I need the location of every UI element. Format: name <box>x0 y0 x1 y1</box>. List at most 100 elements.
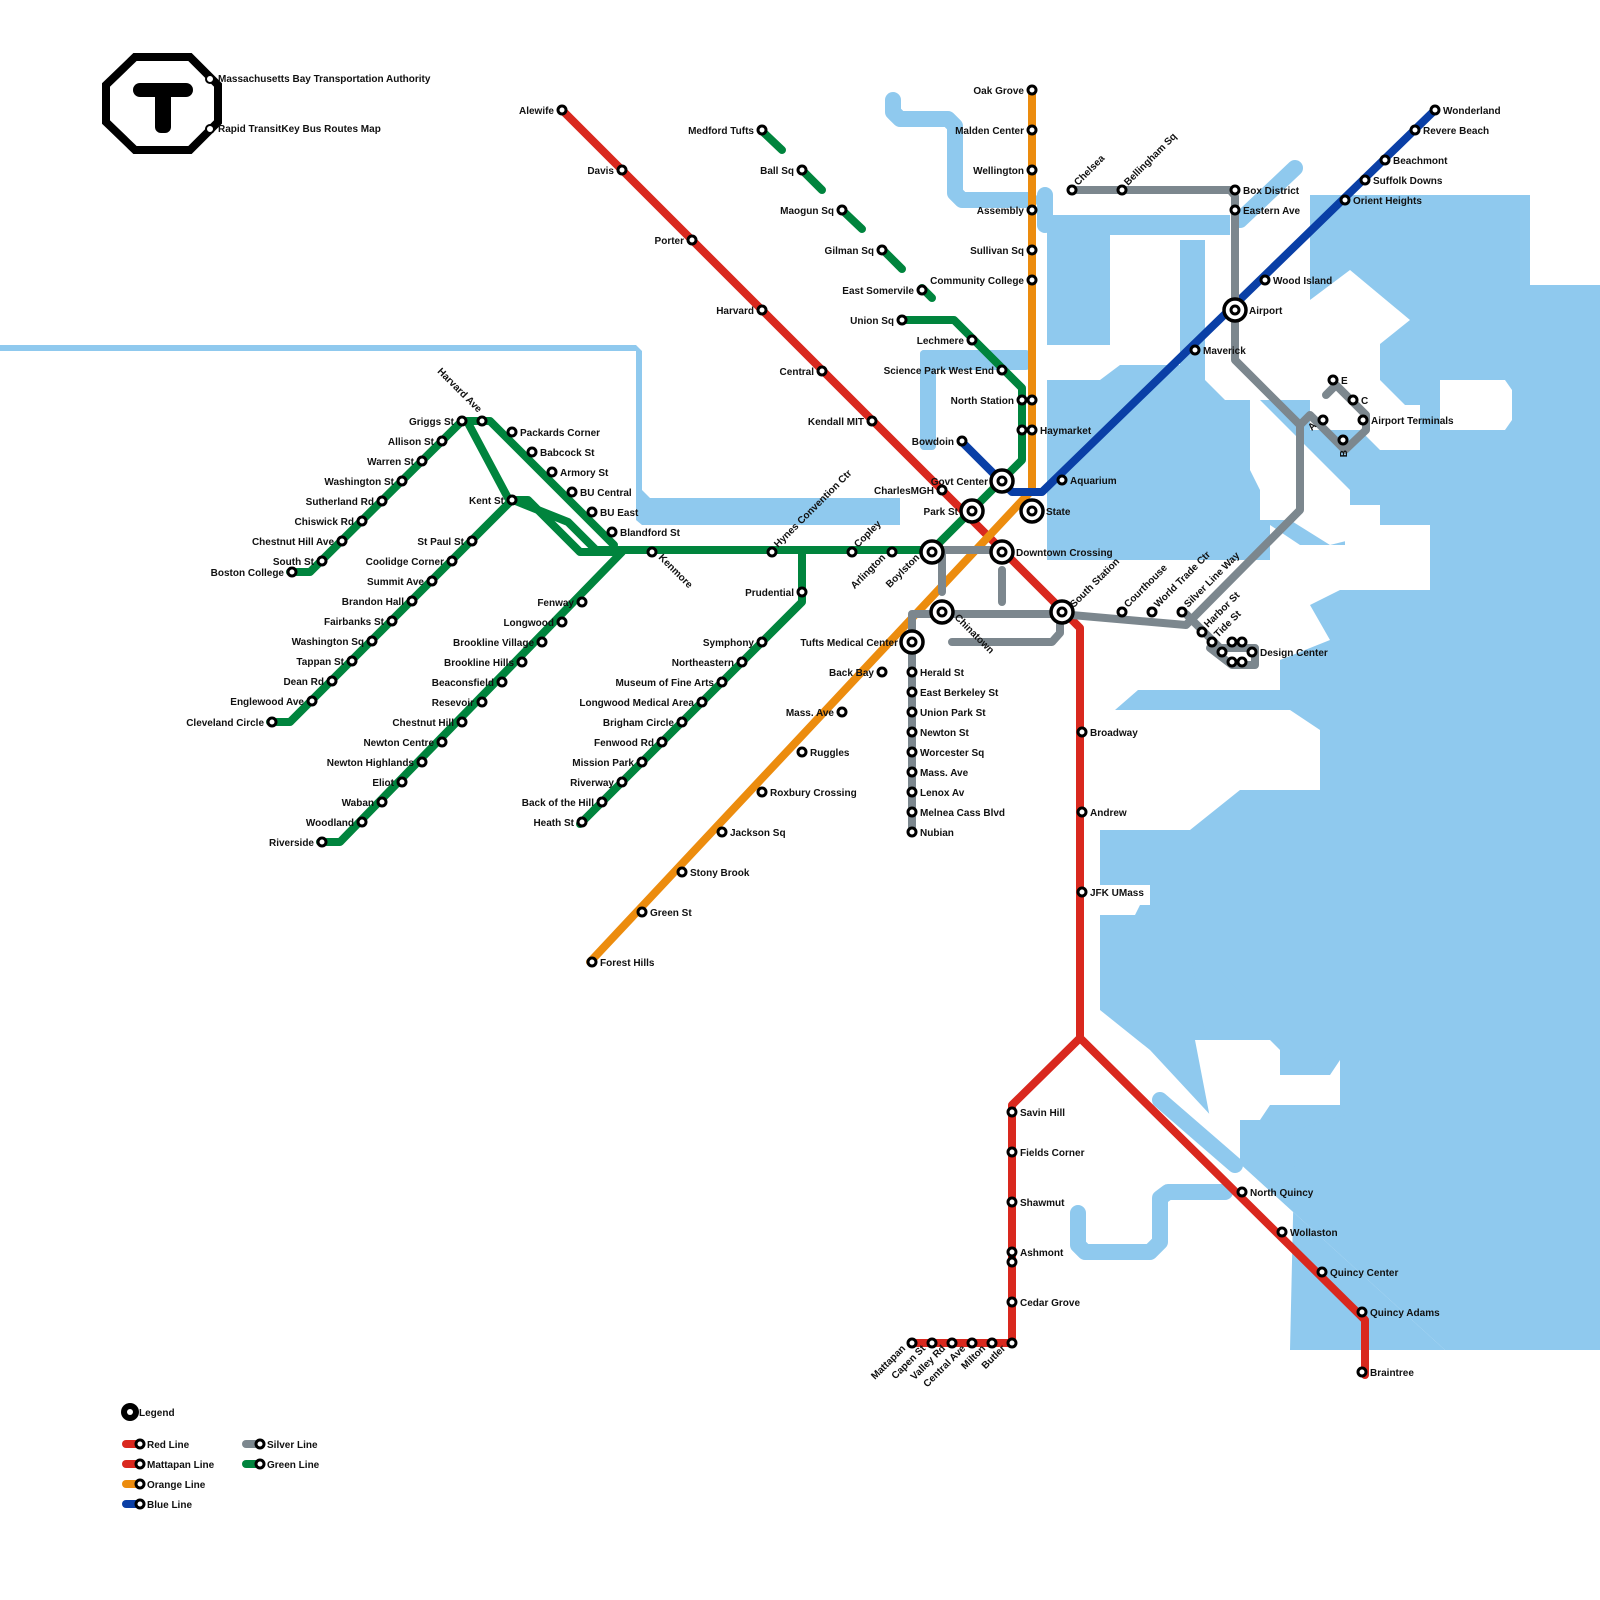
station-icon[interactable] <box>576 816 588 828</box>
station-icon[interactable] <box>906 786 918 798</box>
station-mattapan[interactable] <box>906 1337 918 1349</box>
station-icon[interactable] <box>446 555 458 567</box>
station-icon[interactable] <box>1006 1296 1018 1308</box>
station-icon[interactable] <box>606 526 618 538</box>
station-icon[interactable] <box>1026 394 1038 406</box>
station-oakgrove[interactable] <box>1026 84 1038 96</box>
station-harborst[interactable] <box>1196 626 1208 638</box>
station-icon[interactable] <box>616 164 628 176</box>
station-dc4[interactable] <box>1226 656 1238 668</box>
station-terminals[interactable] <box>1357 414 1369 426</box>
station-porter[interactable] <box>686 234 698 246</box>
station-icon[interactable] <box>266 716 278 728</box>
station-lma[interactable] <box>696 696 708 708</box>
station-icon[interactable] <box>906 766 918 778</box>
station-sciencepark[interactable] <box>996 364 1008 376</box>
station-icon[interactable] <box>456 415 468 427</box>
station-davis[interactable] <box>616 164 628 176</box>
station-icon[interactable] <box>1337 434 1349 446</box>
station-icon[interactable] <box>866 415 878 427</box>
station-cleveland[interactable] <box>266 716 278 728</box>
station-savinhill[interactable] <box>1006 1106 1018 1118</box>
station-icon[interactable] <box>1026 124 1038 136</box>
station-eastsom[interactable] <box>916 284 928 296</box>
station-massave-s[interactable] <box>906 766 918 778</box>
station-icon[interactable] <box>906 666 918 678</box>
station-icon[interactable] <box>506 494 518 506</box>
station-icon[interactable] <box>1076 726 1088 738</box>
station-lenox[interactable] <box>906 786 918 798</box>
station-bellingham[interactable] <box>1116 184 1128 196</box>
station-icon[interactable] <box>906 746 918 758</box>
station-washsq[interactable] <box>366 635 378 647</box>
station-icon[interactable] <box>1176 606 1188 618</box>
station-broadway[interactable] <box>1076 726 1088 738</box>
station-stonybrook[interactable] <box>676 866 688 878</box>
station-harvardave[interactable] <box>476 415 488 427</box>
station-icon[interactable] <box>816 365 828 377</box>
station-icon[interactable] <box>646 546 658 558</box>
station-mfa[interactable] <box>716 676 728 688</box>
station-woodland[interactable] <box>356 816 368 828</box>
station-icon[interactable] <box>356 515 368 527</box>
station-wollaston[interactable] <box>1276 1226 1288 1238</box>
station-alewife[interactable] <box>556 104 568 116</box>
station-icon[interactable] <box>336 535 348 547</box>
station-braintree[interactable] <box>1356 1366 1368 1378</box>
station-icon[interactable] <box>906 706 918 718</box>
station-icon[interactable] <box>1026 204 1038 216</box>
station-icon[interactable] <box>906 726 918 738</box>
station-longwood[interactable] <box>556 616 568 628</box>
station-ballsq[interactable] <box>796 164 808 176</box>
station-dc3[interactable] <box>1236 636 1248 648</box>
station-jacksonsq[interactable] <box>716 826 728 838</box>
station-chestnuthillave[interactable] <box>336 535 348 547</box>
station-icon[interactable] <box>326 675 338 687</box>
station-icon[interactable] <box>1429 104 1441 116</box>
station-icon[interactable] <box>1327 374 1339 386</box>
station-lechmere[interactable] <box>966 334 978 346</box>
station-sullivan[interactable] <box>1026 244 1038 256</box>
station-backofhill[interactable] <box>596 796 608 808</box>
station-washst[interactable] <box>396 475 408 487</box>
station-icon[interactable] <box>1006 1146 1018 1158</box>
station-jfk[interactable] <box>1076 886 1088 898</box>
station-icon[interactable] <box>316 836 328 848</box>
station-icon[interactable] <box>966 1337 978 1349</box>
station-southst[interactable] <box>316 555 328 567</box>
station-term-c[interactable] <box>1347 394 1359 406</box>
station-icon[interactable] <box>836 706 848 718</box>
station-icon[interactable] <box>346 655 358 667</box>
station-icon[interactable] <box>356 816 368 828</box>
station-term-a[interactable] <box>1317 414 1329 426</box>
station-eliot[interactable] <box>396 776 408 788</box>
station-ns2[interactable] <box>1026 394 1038 406</box>
station-icon[interactable] <box>716 676 728 688</box>
station-aquarium[interactable] <box>1056 474 1068 486</box>
station-icon[interactable] <box>1006 1246 1018 1258</box>
station-icon[interactable] <box>906 826 918 838</box>
station-eastberkeley[interactable] <box>906 686 918 698</box>
station-icon[interactable] <box>916 284 928 296</box>
station-courthouse[interactable] <box>1116 606 1128 618</box>
station-packards[interactable] <box>506 426 518 438</box>
station-englewood[interactable] <box>306 695 318 707</box>
station-sutherland[interactable] <box>376 495 388 507</box>
station-malden[interactable] <box>1026 124 1038 136</box>
station-icon[interactable] <box>1006 1196 1018 1208</box>
station-icon[interactable] <box>1317 414 1329 426</box>
station-icon[interactable] <box>1026 84 1038 96</box>
station-northeastern[interactable] <box>736 656 748 668</box>
station-unionsq[interactable] <box>896 314 908 326</box>
station-northquincy[interactable] <box>1236 1186 1248 1198</box>
station-cedargrove[interactable] <box>1006 1296 1018 1308</box>
station-icon[interactable] <box>1006 1106 1018 1118</box>
station-icon[interactable] <box>416 756 428 768</box>
station-icon[interactable] <box>676 716 688 728</box>
station-reverebeach[interactable] <box>1409 124 1421 136</box>
station-icon[interactable] <box>1146 606 1158 618</box>
station-chestnuthill[interactable] <box>456 716 468 728</box>
station-boylston[interactable] <box>919 539 945 565</box>
station-govtcenter[interactable] <box>989 468 1015 494</box>
station-newtonhighlands[interactable] <box>416 756 428 768</box>
